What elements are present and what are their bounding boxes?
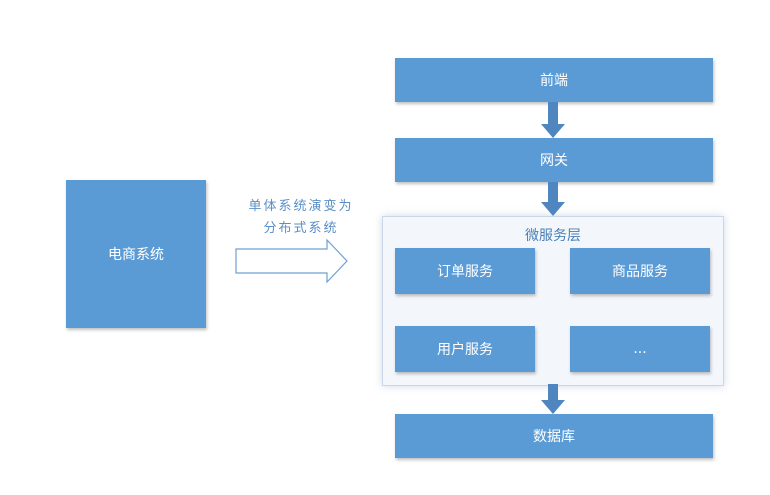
ecommerce-system-box: 电商系统 — [66, 180, 206, 328]
microservice-layer-container: 微服务层 订单服务 商品服务 用户服务 ... — [382, 216, 724, 386]
user-service-box: 用户服务 — [395, 326, 535, 372]
user-service-label: 用户服务 — [437, 342, 493, 358]
product-service-label: 商品服务 — [612, 264, 668, 280]
product-service-box: 商品服务 — [570, 248, 710, 294]
evolution-label: 单体系统演变为 分布式系统 — [226, 196, 376, 240]
database-layer-box: 数据库 — [395, 414, 713, 458]
down-arrow-icon — [541, 102, 565, 138]
evolution-label-line-1: 单体系统演变为 — [248, 199, 354, 214]
ecommerce-system-label: 电商系统 — [108, 247, 164, 263]
frontend-layer-box: 前端 — [395, 58, 713, 102]
down-arrow-icon — [541, 384, 565, 414]
more-services-box: ... — [570, 326, 710, 372]
microservice-layer-title: 微服务层 — [525, 228, 581, 244]
database-layer-label: 数据库 — [533, 429, 575, 445]
more-services-label: ... — [633, 341, 647, 357]
gateway-layer-box: 网关 — [395, 138, 713, 182]
evolution-arrow-icon — [235, 238, 348, 284]
order-service-box: 订单服务 — [395, 248, 535, 294]
order-service-label: 订单服务 — [437, 264, 493, 280]
down-arrow-icon — [541, 182, 565, 216]
gateway-layer-label: 网关 — [540, 153, 568, 169]
evolution-label-line-2: 分布式系统 — [263, 221, 339, 236]
frontend-layer-label: 前端 — [540, 73, 568, 89]
